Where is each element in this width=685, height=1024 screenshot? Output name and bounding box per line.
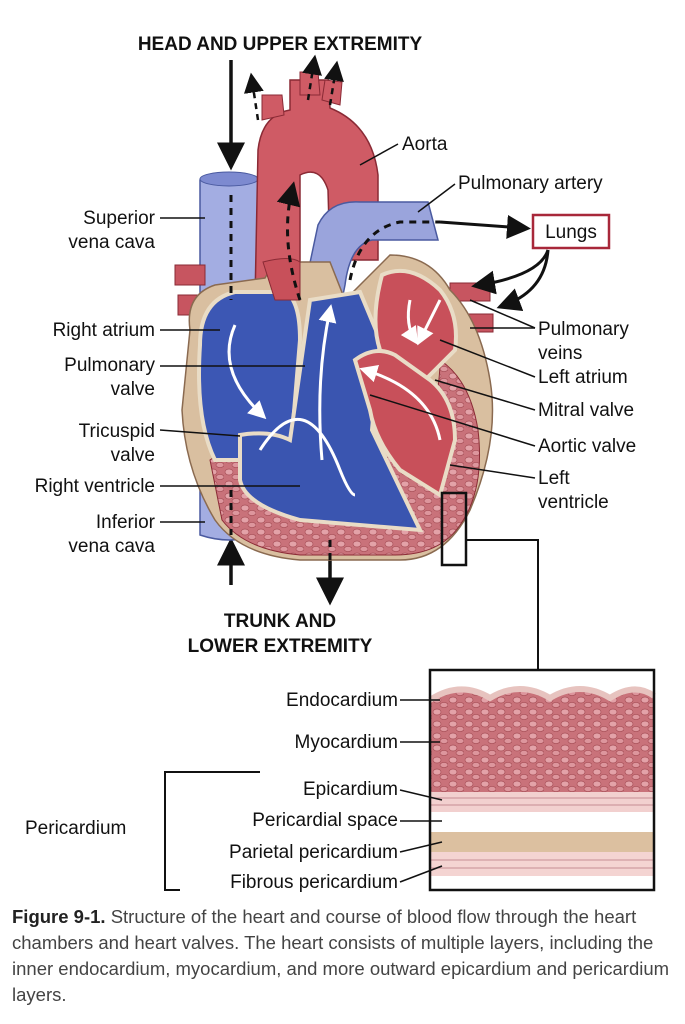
header-top: HEAD AND UPPER EXTREMITY (138, 34, 423, 55)
label-pulmonary-artery: Pulmonary artery (458, 173, 603, 194)
label-pulmonary-veins-2: veins (538, 343, 582, 364)
label-tricuspid-valve-1: Tricuspid (79, 421, 155, 442)
layer-myocardium: Myocardium (295, 732, 398, 753)
label-pulmonary-veins-1: Pulmonary (538, 319, 629, 340)
label-pulmonary-valve-1: Pulmonary (64, 355, 155, 376)
header-bottom-line1: TRUNK AND (224, 611, 336, 632)
layer-fibrous-pericardium: Fibrous pericardium (230, 872, 398, 893)
layer-epicardium: Epicardium (303, 779, 398, 800)
layer-parietal-pericardium: Parietal pericardium (229, 842, 398, 863)
label-superior-vena-cava-1: Superior (83, 208, 155, 229)
header-bottom-line2: LOWER EXTREMITY (188, 636, 373, 657)
label-superior-vena-cava-2: vena cava (68, 232, 155, 253)
label-mitral-valve: Mitral valve (538, 400, 634, 421)
lungs-box (531, 213, 611, 250)
label-inferior-vena-cava-2: vena cava (68, 536, 155, 557)
lungs-label: Lungs (545, 222, 597, 243)
caption-text: Structure of the heart and course of blo… (12, 906, 670, 1005)
label-left-atrium: Left atrium (538, 367, 628, 388)
layer-endocardium: Endocardium (286, 690, 398, 711)
label-pulmonary-valve-2: valve (111, 379, 155, 400)
layer-pericardial-space: Pericardial space (252, 810, 398, 831)
label-pericardium: Pericardium (25, 818, 126, 839)
label-left-ventricle-2: ventricle (538, 492, 609, 513)
caption-figure-number: Figure 9-1. (12, 906, 106, 927)
figure-caption: Figure 9-1. Structure of the heart and c… (12, 904, 676, 1008)
label-aorta: Aorta (402, 134, 448, 155)
right-atrium-chamber (197, 290, 303, 462)
label-right-ventricle: Right ventricle (35, 476, 155, 497)
label-tricuspid-valve-2: valve (111, 445, 155, 466)
zoom-region-box (440, 491, 468, 567)
wall-layers-panel (428, 668, 656, 892)
label-inferior-vena-cava-1: Inferior (96, 512, 156, 533)
label-aortic-valve: Aortic valve (538, 436, 636, 457)
left-ventricle-chamber (352, 349, 458, 499)
label-right-atrium: Right atrium (53, 320, 155, 341)
label-left-ventricle-1: Left (538, 468, 570, 489)
